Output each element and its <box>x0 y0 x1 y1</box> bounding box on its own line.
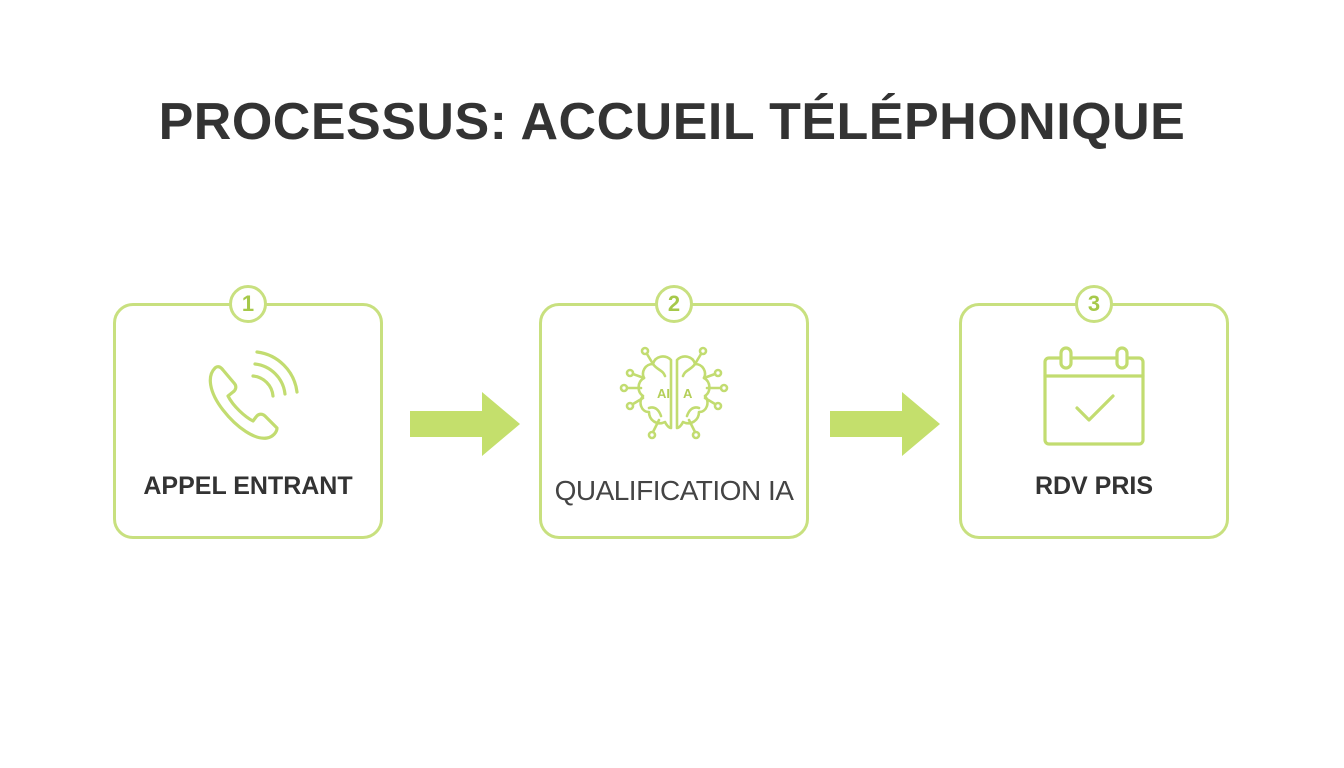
ai-brain-icon: AI A <box>619 346 729 446</box>
phone-ringing-icon <box>193 346 303 446</box>
icon-text-ai: AI <box>657 386 670 401</box>
step-card-rdv-pris: 3 RDV PRIS <box>959 285 1229 539</box>
icon-text-a: A <box>683 386 693 401</box>
step-card-qualification-ia: 2 AI A QUALIFICA <box>539 285 809 539</box>
calendar-check-icon <box>1039 346 1149 446</box>
step-label: APPEL ENTRANT <box>143 472 353 500</box>
step-number-badge: 1 <box>229 285 267 323</box>
page-title: PROCESSUS: ACCUEIL TÉLÉPHONIQUE <box>158 93 1186 151</box>
flow-arrow-2-to-3 <box>830 392 940 456</box>
step-number-badge: 2 <box>655 285 693 323</box>
step-card-appel-entrant: 1 APPEL ENTRANT <box>113 285 383 539</box>
step-label: QUALIFICATION IA <box>554 475 794 506</box>
step-label: RDV PRIS <box>1034 472 1154 500</box>
flow-arrow-1-to-2 <box>410 392 520 456</box>
step-number-badge: 3 <box>1075 285 1113 323</box>
